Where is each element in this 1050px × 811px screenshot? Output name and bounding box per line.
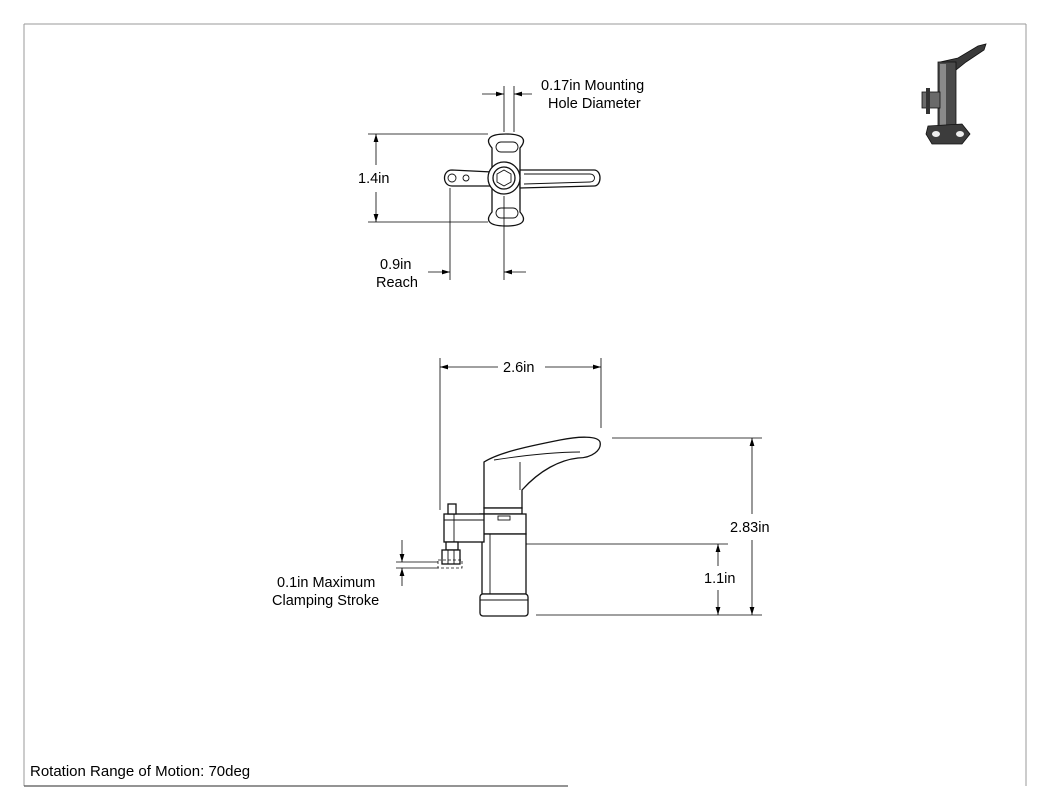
mounting-hole-label-line1: 0.17in Mounting [541,78,644,94]
top-view-part [443,133,601,227]
top-view-dimensions [368,86,532,280]
side-view-dimensions [396,358,762,616]
base-height-dimension-label: 1.1in [704,571,735,587]
isometric-thumbnail [921,43,987,145]
reach-label-line2: Reach [376,275,418,291]
reach-label-line1: 0.9in [380,257,411,273]
width-dimension-label: 2.6in [503,360,534,376]
mounting-hole-label-line2: Hole Diameter [548,96,641,112]
total-height-dimension-label: 2.83in [730,520,770,536]
top-view-labels: 0.17in Mounting Hole Diameter 1.4in 0.9i… [358,78,644,291]
side-view-labels: 2.6in 2.83in 1.1in 0.1in Maximum Clampin… [272,360,770,609]
side-view-part [437,436,601,617]
height-dimension-label: 1.4in [358,171,389,187]
rotation-range-note: Rotation Range of Motion: 70deg [30,763,250,780]
clamping-stroke-label-line2: Clamping Stroke [272,593,379,609]
sheet-border [23,23,1027,787]
clamping-stroke-label-line1: 0.1in Maximum [277,575,375,591]
